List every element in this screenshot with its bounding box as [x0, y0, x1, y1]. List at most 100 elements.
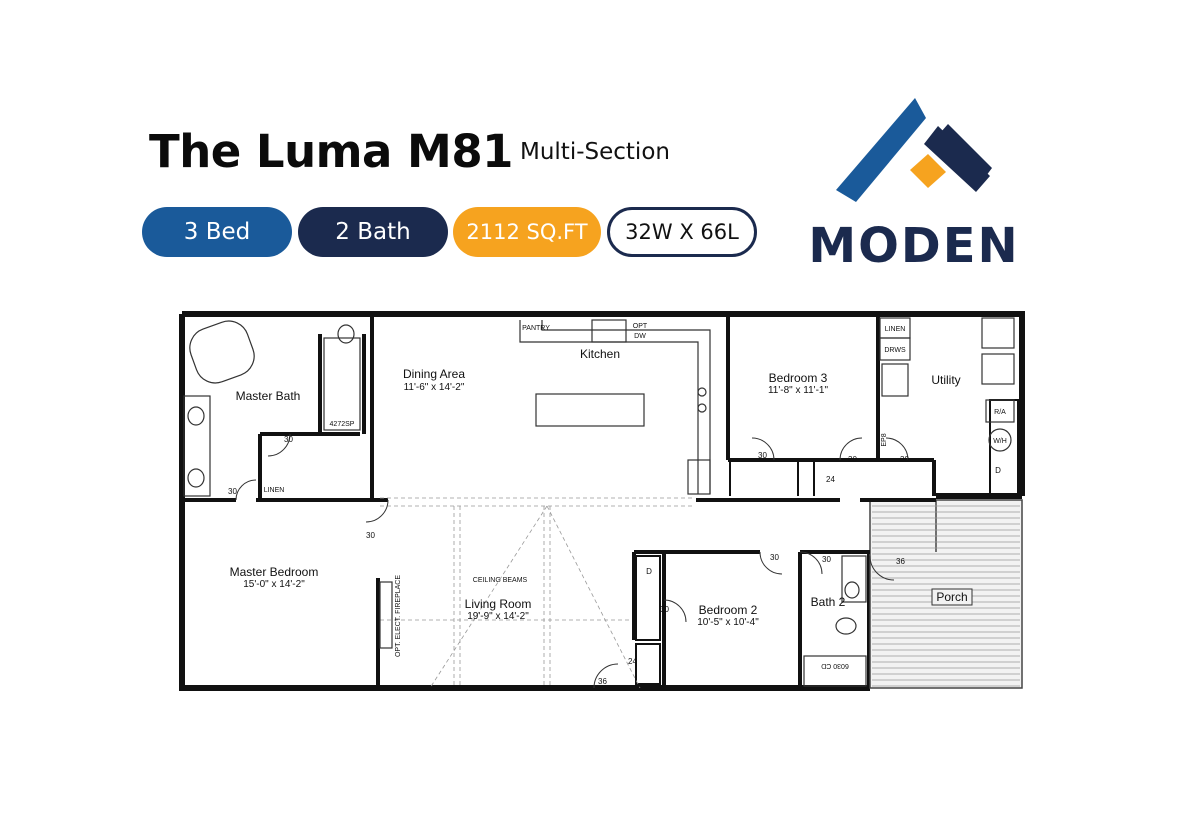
door-size: 30	[228, 487, 237, 496]
bath2-tub	[803, 655, 867, 687]
door-swings	[235, 433, 909, 689]
room-labels: Master Bath Dining Area 11'-6" x 14'-2" …	[230, 347, 973, 628]
moden-logo	[836, 98, 992, 202]
door-swing	[839, 437, 863, 461]
door-swing	[365, 499, 389, 523]
room-label-utility: Utility	[931, 373, 960, 387]
refrigerator	[687, 459, 711, 495]
door-size: 24	[628, 657, 637, 666]
bath-count-badge: 2 Bath	[298, 207, 448, 257]
bed-count-badge: 3 Bed	[142, 207, 292, 257]
room-label-kitchen: Kitchen	[580, 347, 620, 361]
room-label-bedroom3: Bedroom 3	[769, 371, 828, 385]
bath2-toilet	[835, 617, 857, 635]
room-label-dining: Dining Area	[403, 367, 465, 381]
drawers	[879, 337, 911, 361]
plan-subtitle: Multi-Section	[520, 139, 670, 165]
toilet	[337, 324, 355, 344]
door-swing	[235, 479, 257, 501]
sink-bowl	[187, 406, 205, 426]
label-pantry: PANTRY	[522, 325, 550, 332]
dryer	[981, 353, 1015, 385]
door-size: 36	[896, 557, 905, 566]
label-fireplace: OPT. ELECT. FIREPLACE	[395, 575, 402, 657]
ceiling-beam-lines	[380, 497, 694, 689]
label-ceiling-beams: CEILING BEAMS	[473, 577, 528, 584]
kitchen-sink	[591, 319, 627, 343]
return-air	[985, 399, 1015, 423]
door-swing	[267, 433, 291, 457]
dimensions-badge: 32W X 66L	[607, 207, 757, 257]
kitchen-counters	[519, 319, 711, 495]
bath2-fixtures	[803, 555, 867, 687]
logo-orange-diamond	[910, 154, 946, 188]
door-size: 36	[598, 677, 607, 686]
door-swing	[593, 663, 619, 689]
water-heater	[988, 428, 1012, 452]
room-label-porch: Porch	[936, 590, 967, 604]
porch-label-box	[931, 588, 973, 606]
door-swing	[869, 555, 895, 581]
square-footage-badge: 2112 SQ.FT	[453, 207, 601, 257]
door-swing	[663, 599, 687, 623]
cooktop-burner	[697, 403, 707, 413]
door-size: 24	[826, 475, 835, 484]
door-swing	[751, 437, 775, 461]
door-size: 30	[366, 531, 375, 540]
sink-bowl	[187, 468, 205, 488]
fixture-labels: PANTRY OPT DW LINEN LINEN DRWS R/A W/H D…	[264, 323, 1007, 669]
label-shower: 4272SP	[330, 421, 355, 428]
door-swing	[799, 551, 823, 575]
room-size-bedroom3: 11'-8" x 11'-1"	[768, 385, 828, 396]
room-label-bath2: Bath 2	[811, 595, 846, 609]
logo-navy-bar-lower	[934, 124, 992, 184]
vanity	[183, 395, 211, 497]
label-d-bedroom2: D	[646, 567, 652, 576]
bath2-vanity	[841, 555, 867, 603]
label-return-air: R/A	[994, 409, 1006, 416]
label-drws: DRWS	[884, 347, 906, 354]
bath2-sink	[844, 581, 860, 599]
washer	[981, 317, 1015, 349]
closet-walls	[635, 399, 1019, 685]
door-size: 30	[758, 451, 767, 460]
shower-stall	[323, 337, 361, 431]
label-eps: EP8	[881, 433, 888, 446]
label-linen-utility: LINEN	[885, 326, 906, 333]
freestanding-tub	[189, 320, 255, 384]
room-size-bedroom2: 10'-5" x 10'-4"	[697, 617, 759, 628]
door-swing	[759, 551, 783, 575]
utility-sink	[881, 363, 909, 397]
brand-wordmark: MODEN	[808, 218, 1020, 274]
room-label-master-bedroom: Master Bedroom	[230, 565, 319, 579]
room-size-master-bedroom: 15'-0" x 14'-2"	[243, 579, 305, 590]
plan-title: The Luma M81	[149, 125, 513, 178]
label-tub: 6030 CD	[821, 662, 849, 669]
room-label-living: Living Room	[465, 597, 532, 611]
room-label-bedroom2: Bedroom 2	[699, 603, 758, 617]
door-size-labels: 30 30 30 30 30 30 24 30 30 30 36 36 24	[228, 435, 909, 686]
door-size: 30	[770, 553, 779, 562]
label-opt: OPT	[633, 323, 648, 330]
room-label-master-bath: Master Bath	[236, 389, 301, 403]
room-size-living: 19'-9" x 14'-2"	[467, 611, 529, 622]
fireplace	[379, 581, 393, 649]
door-size: 30	[848, 455, 857, 464]
kitchen-island	[535, 393, 645, 427]
cooktop-burner	[697, 387, 707, 397]
door-size: 30	[660, 605, 669, 614]
label-linen-master: LINEN	[264, 487, 285, 494]
interior-walls	[182, 314, 936, 688]
door-size: 30	[822, 555, 831, 564]
room-size-dining: 11'-6" x 14'-2"	[404, 382, 465, 393]
label-dw: DW	[634, 333, 646, 340]
utility-fixtures	[879, 317, 1015, 452]
logo-blue-chevron	[836, 98, 926, 202]
floor-plan: Master Bath Dining Area 11'-6" x 14'-2" …	[179, 311, 1025, 691]
door-swing	[885, 437, 909, 461]
label-d-utility: D	[995, 466, 1001, 475]
door-size: 30	[900, 455, 909, 464]
master-bath-fixtures	[183, 320, 361, 497]
label-water-heater: W/H	[993, 438, 1007, 445]
door-size: 30	[284, 435, 293, 444]
